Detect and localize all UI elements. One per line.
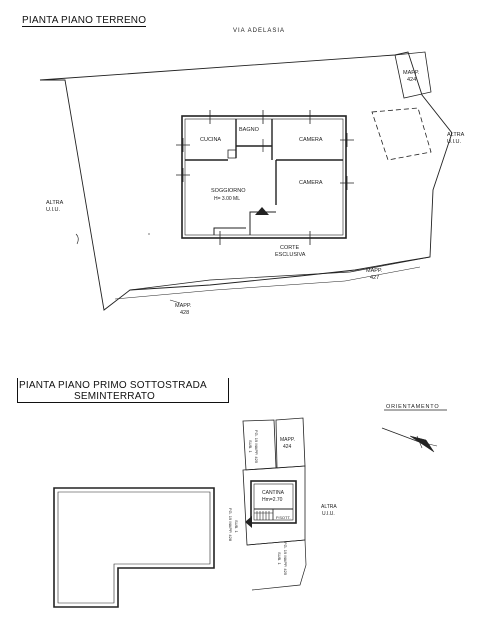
cellar-room-inner (253, 483, 294, 521)
basement-title-line1: PIANTA PIANO PRIMO SOTTOSTRADA (19, 380, 207, 391)
lower-floor-label: P.SOTT. (276, 515, 291, 520)
basement-title-frame (17, 378, 229, 403)
leader-428 (169, 299, 181, 304)
court-label-1: CORTE (280, 245, 299, 251)
other-right-2: U.I.U. (447, 139, 462, 145)
ground-floor-title: PIANTA PIANO TERRENO (22, 15, 147, 27)
lower-boundary-2 (114, 266, 421, 300)
basement-labels: ORIENTAMENTO CANTINA Hm=2.70 P.SOTT. ALT… (228, 404, 439, 576)
building-inner (184, 118, 344, 236)
window-marks (176, 110, 354, 245)
basement-mapp-424-b: 424 (283, 444, 292, 450)
cellar-label: CANTINA (262, 490, 285, 496)
entry-notch-2 (249, 211, 276, 235)
basement-l-volume (53, 487, 215, 608)
basement-entrance-arrow-icon (245, 516, 252, 528)
north-arrow-icon (381, 427, 438, 453)
basement-other-1: ALTRA (321, 504, 337, 510)
site-boundary (39, 51, 453, 311)
fg-bottom-label-1: FG. 19 MAPP. 425 (283, 542, 288, 576)
fg-left-label-1: FG. 19 MAPP. 428 (228, 508, 233, 542)
room-bedroom2-label: CAMERA (299, 180, 323, 186)
plot-424 (275, 417, 306, 469)
wall-bath-notch (227, 149, 237, 159)
street-label: VIA ADELASIA (233, 28, 285, 34)
cellar-room (250, 480, 297, 524)
curve-mark (75, 233, 79, 245)
room-bedroom1-label: CAMERA (299, 137, 323, 143)
ground-floor-plan (39, 51, 453, 311)
fg-top-label-2: SUB. 1 (248, 440, 253, 453)
room-living-height: H= 3.00 ML (214, 196, 240, 202)
fg-top-label-1: FG. 19 MAPP. 425 (254, 430, 259, 464)
stairs-icon (254, 511, 273, 520)
basement-plan (53, 409, 447, 608)
basement-mapp-424-a: MAPP. (280, 437, 295, 443)
orientation-label: ORIENTAMENTO (386, 404, 439, 410)
mapp-427-label-b: 427 (370, 275, 379, 281)
fg-left-label-2: SUB. 1 (234, 520, 239, 533)
entry-notch (213, 227, 246, 235)
room-living-label: SOGGIORNO (211, 188, 246, 194)
basement-title-line2: SEMINTERRATO (74, 391, 155, 402)
other-right-1: ALTRA (447, 132, 465, 138)
basement-other-2: U.I.U. (322, 511, 335, 517)
mapp-424-label-b: 424 (407, 77, 416, 83)
entrance-arrow-icon (255, 207, 269, 215)
room-kitchen-label: CUCINA (200, 137, 221, 143)
basement-l-inner (57, 491, 211, 604)
building-outline (181, 115, 347, 239)
mapp-427-label-a: MAPP. (366, 268, 383, 274)
lower-boundary (129, 256, 431, 291)
mapp-428-label-a: MAPP. (175, 303, 192, 309)
other-left-2: U.I.U. (46, 207, 61, 213)
mapp-428-label-b: 428 (180, 310, 189, 316)
cellar-height-label: Hm=2.70 (262, 497, 283, 503)
other-left-1: ALTRA (46, 200, 64, 206)
room-bathroom-label: BAGNO (239, 127, 260, 133)
mapp-424-plot (394, 51, 432, 99)
ground-floor-labels: VIA ADELASIA CUCINA BAGNO CAMERA CAMERA … (46, 28, 465, 316)
dashed-annex (371, 107, 432, 161)
plot-boundary-lower (246, 539, 307, 591)
mapp-424-label-a: MAPP. (403, 70, 420, 76)
fg-bottom-label-2: SUB. 1 (277, 552, 282, 565)
court-label-2: ESCLUSIVA (275, 252, 306, 258)
